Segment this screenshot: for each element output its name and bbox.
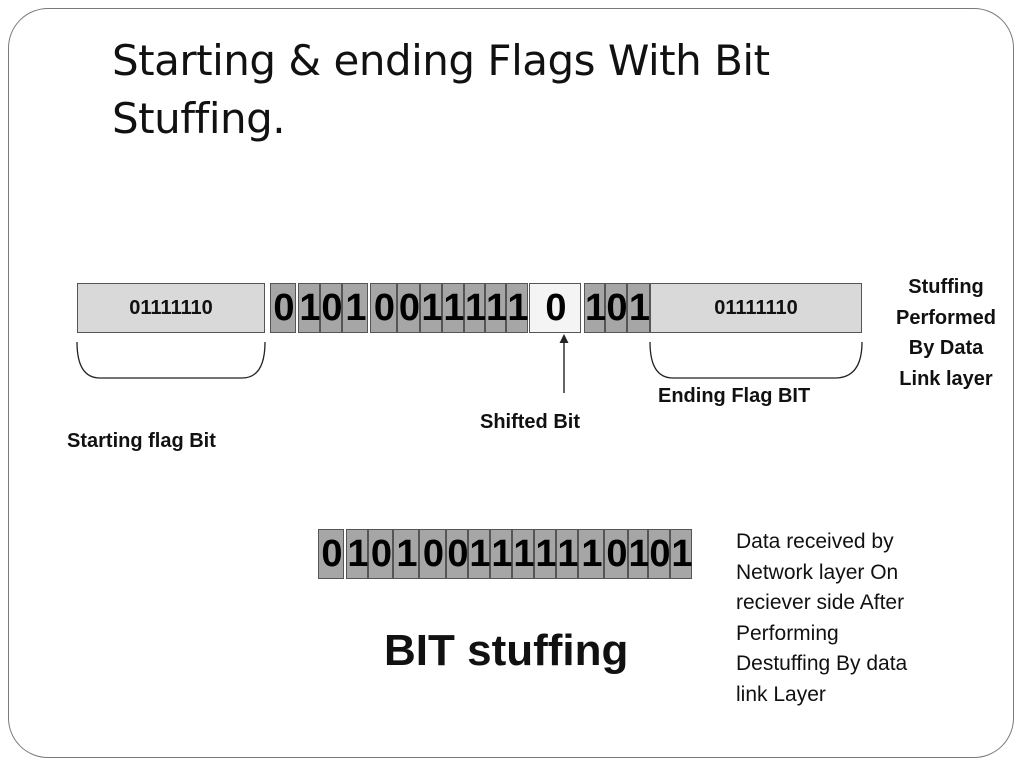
bit-cell: 1: [627, 283, 650, 333]
bit-cell: 0: [397, 283, 420, 333]
note-line: Data received by: [736, 530, 894, 553]
starting-flag-box: 01111110: [77, 283, 265, 333]
bit-cell: 1: [442, 283, 465, 333]
received-note: Data received by Network layer On reciev…: [736, 527, 966, 710]
starting-flag-brace: [76, 341, 266, 379]
bit-cell: 1: [420, 283, 443, 333]
bit-cell: 1: [485, 283, 507, 333]
title-line-2: Stuffing.: [112, 94, 286, 143]
bit-cell: 0: [446, 529, 469, 579]
bit-cell: 1: [490, 529, 513, 579]
bit-stuffing-caption: BIT stuffing: [384, 626, 629, 675]
starting-flag-label: Starting flag Bit: [67, 430, 216, 452]
bit-cell: 1: [578, 529, 604, 579]
bit-cell: 0: [419, 529, 446, 579]
bit-cell: 0: [604, 529, 628, 579]
slide-title: Starting & ending Flags With Bit Stuffin…: [112, 32, 872, 148]
bit-cell: 0: [318, 529, 344, 579]
bit-cell: 1: [464, 283, 486, 333]
stuffing-label-line: Stuffing: [908, 276, 984, 298]
stuffed-bit-cell: 0: [529, 283, 581, 333]
bit-cell: 1: [512, 529, 535, 579]
bit-cell: 1: [670, 529, 693, 579]
bit-cell: 1: [342, 283, 368, 333]
note-line: Destuffing By data: [736, 652, 908, 675]
bit-cell: 1: [556, 529, 579, 579]
bit-cell: 1: [346, 529, 369, 579]
bit-cell: 1: [506, 283, 529, 333]
note-line: Network layer On: [736, 560, 899, 584]
bit-cell: 1: [584, 283, 606, 333]
ending-flag-brace: [649, 341, 863, 379]
bit-cell: 1: [534, 529, 557, 579]
ending-flag-label: Ending Flag BIT: [658, 385, 811, 407]
bit-cell: 0: [270, 283, 296, 333]
stuffing-label-line: Link layer: [899, 367, 993, 390]
bit-cell: 1: [298, 283, 321, 333]
slide-frame: [8, 8, 1014, 758]
stuffing-label-line: Performed: [895, 306, 997, 329]
stuffing-label-line: By Data: [908, 337, 984, 359]
stuffing-performed-label: Stuffing Performed By Data Link layer: [878, 272, 1014, 394]
note-line: Performing: [736, 621, 839, 645]
bit-cell: 0: [648, 529, 671, 579]
bit-cell: 0: [368, 529, 393, 579]
ending-flag-box: 01111110: [650, 283, 862, 333]
bit-cell: 0: [605, 283, 628, 333]
note-line: reciever side After: [736, 591, 905, 614]
bit-cell: 1: [393, 529, 419, 579]
bit-cell: 1: [628, 529, 650, 579]
shifted-bit-arrow: [559, 334, 569, 393]
note-line: link Layer: [736, 682, 826, 706]
bit-cell: 0: [320, 283, 343, 333]
bit-cell: 0: [370, 283, 397, 333]
shifted-bit-label: Shifted Bit: [480, 411, 580, 433]
bit-cell: 1: [468, 529, 491, 579]
title-line-1: Starting & ending Flags With Bit: [112, 36, 770, 85]
